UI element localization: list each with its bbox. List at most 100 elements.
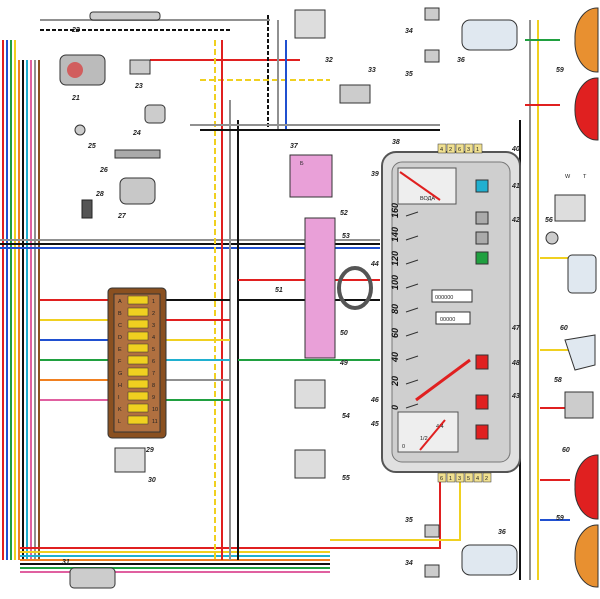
speed-tick — [405, 331, 419, 337]
speed-tick — [405, 235, 419, 241]
component-33: 33 — [339, 67, 376, 104]
svg-text:0: 0 — [402, 444, 405, 450]
speed-tick-label: 100 — [390, 275, 400, 290]
svg-text:W: W — [565, 174, 571, 180]
connector-pin — [464, 143, 474, 154]
component-26: 26 — [99, 149, 161, 174]
fuse-number: 11 — [152, 419, 158, 425]
svg-text:29: 29 — [145, 447, 154, 454]
connector-pin — [473, 472, 483, 483]
svg-text:00000: 00000 — [440, 317, 455, 323]
svg-text:35: 35 — [405, 517, 413, 524]
fuse-label: L — [118, 419, 121, 425]
speed-tick — [405, 379, 419, 385]
component-51-52: 52 51 — [275, 210, 348, 359]
speed-tick — [405, 307, 419, 313]
component-54: 54 — [294, 379, 350, 420]
svg-text:44: 44 — [370, 261, 379, 268]
component-35-bottom: 35 — [405, 517, 440, 538]
speed-tick-label: 60 — [390, 328, 400, 338]
svg-text:59: 59 — [556, 515, 564, 522]
connector-pin — [473, 143, 483, 154]
svg-text:41: 41 — [511, 183, 520, 190]
svg-text:34: 34 — [405, 560, 413, 567]
fuse-label: Е — [118, 347, 122, 353]
connector-pin — [455, 472, 465, 483]
svg-text:26: 26 — [99, 167, 108, 174]
speed-tick-label: 80 — [390, 304, 400, 314]
svg-text:25: 25 — [87, 143, 96, 150]
component-34-top: 34 — [405, 7, 440, 35]
component-23: 23 — [129, 59, 151, 90]
svg-text:T: T — [583, 174, 587, 180]
fuse-label: F — [118, 359, 122, 365]
svg-text:31: 31 — [62, 559, 70, 566]
component-34-bottom: 34 — [405, 560, 440, 578]
connector-pin — [446, 472, 456, 483]
svg-text:ВОДА: ВОДА — [420, 196, 435, 202]
wire-harness — [0, 15, 570, 580]
fuse-number: 10 — [152, 407, 158, 413]
svg-text:46: 46 — [370, 397, 379, 404]
svg-text:21: 21 — [71, 95, 80, 102]
component-58-bottom: 59 — [556, 454, 599, 588]
fuse-number: 3 — [152, 323, 155, 329]
speed-tick-label: 0 — [390, 405, 400, 410]
speed-tick-label: 40 — [390, 352, 400, 363]
component-24: 24 — [132, 104, 166, 137]
fuse-label: G — [118, 371, 122, 377]
svg-text:40: 40 — [511, 146, 520, 153]
svg-text:34: 34 — [405, 28, 413, 35]
fuse-label: H — [118, 383, 122, 389]
component-36-bottom: 36 — [461, 529, 518, 576]
svg-text:38: 38 — [392, 139, 400, 146]
fuse-number: 4 — [152, 335, 155, 341]
svg-text:55: 55 — [342, 475, 350, 482]
speed-tick — [405, 403, 419, 409]
instrument-cluster: 38 39 40 41 42 47 48 43 46 45 44 ВОДА 02… — [370, 139, 521, 483]
connector-pin — [464, 472, 474, 483]
svg-text:000000: 000000 — [435, 295, 453, 301]
component-32: 32 — [294, 9, 333, 64]
fuse-number: 5 — [152, 347, 155, 353]
speed-tick — [405, 259, 419, 265]
svg-text:52: 52 — [340, 210, 348, 217]
connector-pin — [455, 143, 465, 154]
connector-pin-label: 6 — [440, 476, 443, 482]
connector-pin — [482, 472, 492, 483]
component-59: 60 — [560, 254, 597, 332]
connector-pin-label: 5 — [467, 476, 470, 482]
svg-text:36: 36 — [498, 529, 506, 536]
component-22: 22 — [71, 11, 161, 34]
svg-text:32: 32 — [325, 57, 333, 64]
svg-text:42: 42 — [511, 217, 520, 224]
component-58-top: 59 — [556, 7, 599, 141]
svg-text:37: 37 — [290, 143, 299, 150]
fuse-number: 2 — [152, 311, 155, 317]
svg-text:59: 59 — [556, 67, 564, 74]
connector-pin — [437, 472, 447, 483]
fuse-label: D — [118, 335, 122, 341]
svg-text:49: 49 — [339, 360, 348, 367]
connector-pin-label: 4 — [476, 476, 479, 482]
svg-text:58: 58 — [554, 377, 562, 384]
component-21: 21 — [59, 54, 106, 102]
connector-pin-label: 6 — [458, 147, 461, 153]
connector-pin-label: 3 — [458, 476, 461, 482]
component-60: 60 — [562, 391, 594, 454]
svg-text:24: 24 — [132, 130, 141, 137]
fuse-number: 8 — [152, 383, 155, 389]
speed-tick — [405, 283, 419, 289]
svg-text:43: 43 — [511, 393, 520, 400]
component-55: 55 — [294, 449, 350, 482]
svg-text:45: 45 — [370, 421, 379, 428]
connector-pin-label: 1 — [476, 147, 479, 153]
